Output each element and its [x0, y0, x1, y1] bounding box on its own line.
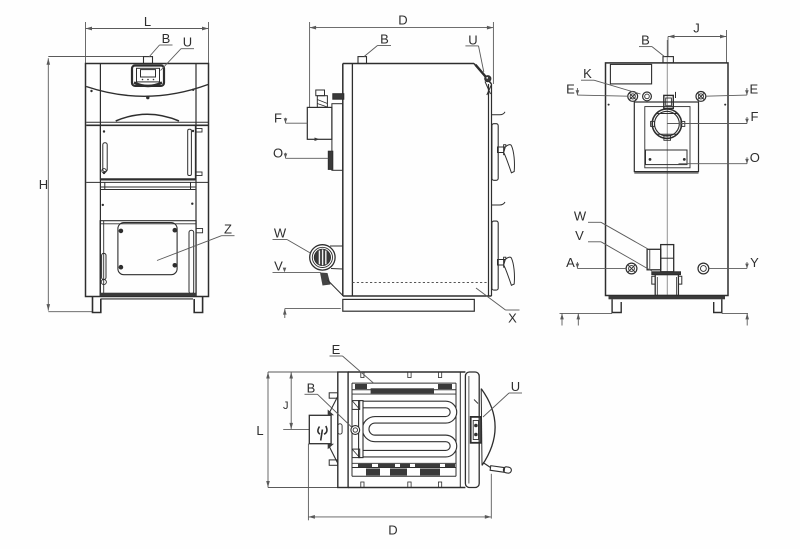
svg-text:L: L [144, 14, 151, 29]
svg-text:H: H [39, 177, 48, 192]
svg-text:Y: Y [750, 255, 759, 270]
svg-text:O: O [750, 150, 760, 165]
svg-text:J: J [693, 21, 700, 36]
svg-text:V: V [575, 228, 584, 243]
svg-text:Z: Z [224, 222, 232, 237]
svg-text:E: E [332, 342, 341, 357]
svg-text:J: J [283, 400, 289, 412]
svg-text:B: B [307, 380, 316, 395]
svg-text:B: B [380, 32, 389, 47]
svg-text:A: A [566, 255, 575, 270]
svg-text:U: U [468, 33, 477, 48]
svg-text:L: L [256, 423, 263, 438]
svg-text:B: B [641, 33, 650, 48]
svg-text:F: F [751, 109, 759, 124]
svg-text:D: D [388, 523, 397, 538]
svg-text:U: U [511, 379, 520, 394]
svg-text:D: D [398, 13, 407, 28]
svg-text:B: B [162, 31, 171, 46]
svg-text:X: X [508, 311, 517, 326]
svg-text:F: F [274, 111, 282, 126]
svg-text:E: E [749, 82, 758, 97]
svg-text:W: W [574, 208, 587, 223]
svg-text:W: W [274, 226, 287, 241]
svg-text:K: K [583, 66, 592, 81]
svg-text:E: E [566, 82, 575, 97]
svg-text:O: O [273, 146, 283, 161]
svg-text:U: U [183, 35, 192, 50]
svg-text:V: V [274, 258, 283, 273]
